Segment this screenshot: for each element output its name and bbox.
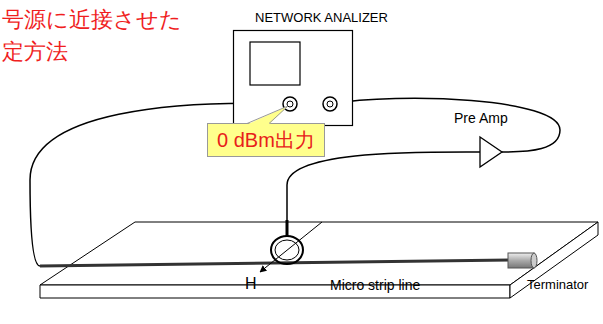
cable xyxy=(287,152,480,220)
network-analyzer: NETWORK ANALIZER xyxy=(233,30,353,126)
amplifier-name: Pre Amp xyxy=(454,110,508,126)
callout-text: 0 dBm出力 xyxy=(217,129,315,152)
field-symbol: H xyxy=(245,275,257,293)
amplifier: Pre Amp xyxy=(450,110,515,172)
terminator-name: Terminator xyxy=(527,278,588,293)
page-title: 号源に近接させた 定方法 xyxy=(2,4,182,68)
terminator: Terminator xyxy=(505,248,600,298)
callout-box: 0 dBm出力 xyxy=(207,123,325,157)
cable xyxy=(330,98,560,152)
network-analyzer-shape xyxy=(233,30,353,126)
device-name: NETWORK ANALIZER xyxy=(255,11,388,26)
board-name: Micro strip line xyxy=(330,277,420,293)
